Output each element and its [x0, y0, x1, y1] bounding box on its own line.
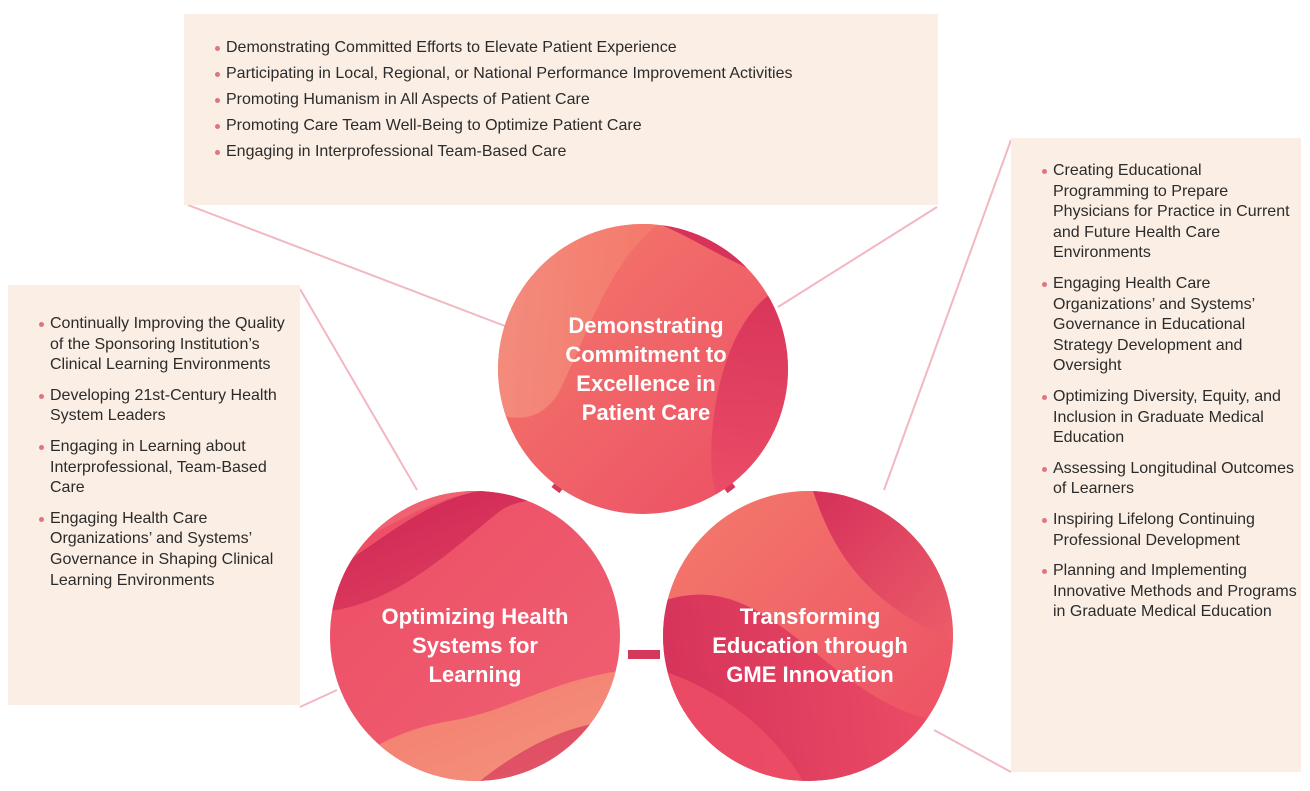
list-item-text: Participating in Local, Regional, or Nat…: [226, 65, 793, 83]
circle-swirl-graphic: [663, 491, 953, 781]
list-item: Inspiring Lifelong Continuing Profession…: [1042, 510, 1301, 551]
circle-swirl-graphic: [330, 491, 620, 781]
list-item-text: Optimizing Diversity, Equity, and Inclus…: [1053, 387, 1281, 447]
bullet-icon: [1042, 394, 1047, 400]
list-item-text: Developing 21st-Century Health System Le…: [50, 386, 277, 425]
bullet-icon: [215, 98, 220, 104]
list-item: Optimizing Diversity, Equity, and Inclus…: [1042, 387, 1301, 449]
bullet-icon: [1042, 169, 1047, 174]
bullet-icon: [39, 516, 44, 522]
circle-health-systems: Optimizing Health Systems for Learning: [330, 491, 620, 781]
panel-left-list: Continually Improving the Quality of the…: [39, 314, 300, 591]
bullet-icon: [1042, 517, 1047, 523]
list-item: Assessing Longitudinal Outcomes of Learn…: [1042, 459, 1301, 500]
list-item-text: Inspiring Lifelong Continuing Profession…: [1053, 510, 1255, 549]
bullet-icon: [215, 124, 220, 130]
list-item-text: Engaging Health Care Organizations’ and …: [1053, 274, 1255, 375]
connector-top-left: [187, 204, 506, 327]
bullet-icon: [1042, 281, 1047, 287]
circle-title: Demonstrating Commitment to Excellence i…: [498, 224, 788, 514]
list-item-text: Continually Improving the Quality of the…: [50, 315, 285, 374]
panel-right-list: Creating Educational Programming to Prep…: [1042, 161, 1301, 623]
circle-title-text: Optimizing Health Systems for Learning: [381, 603, 569, 687]
circle-title: Optimizing Health Systems for Learning: [330, 491, 620, 781]
list-item: Planning and Implementing Innovative Met…: [1042, 561, 1301, 623]
bullet-icon: [39, 322, 44, 327]
panel-top-list: Demonstrating Committed Efforts to Eleva…: [215, 38, 938, 163]
bullet-icon: [39, 393, 44, 399]
list-item-text: Promoting Care Team Well-Being to Optimi…: [226, 117, 642, 135]
list-item: Creating Educational Programming to Prep…: [1042, 161, 1301, 264]
list-item: Engaging Health Care Organizations’ and …: [1042, 274, 1301, 377]
bullet-icon: [1042, 569, 1047, 575]
list-item: Developing 21st-Century Health System Le…: [39, 386, 300, 427]
list-item: Promoting Humanism in All Aspects of Pat…: [215, 90, 938, 111]
bullet-icon: [215, 72, 220, 78]
list-item: Engaging in Learning about Interprofessi…: [39, 437, 300, 499]
circle-education: Transforming Education through GME Innov…: [663, 491, 953, 781]
circle-patient-care: Demonstrating Commitment to Excellence i…: [498, 224, 788, 514]
list-item: Engaging Health Care Organizations’ and …: [39, 509, 300, 591]
panel-top-patient-care: Demonstrating Committed Efforts to Eleva…: [184, 14, 938, 205]
list-item-text: Demonstrating Committed Efforts to Eleva…: [226, 39, 677, 56]
list-item: Participating in Local, Regional, or Nat…: [215, 64, 938, 85]
panel-right-education: Creating Educational Programming to Prep…: [1011, 138, 1301, 772]
bullet-icon: [215, 150, 220, 156]
list-item: Engaging in Interprofessional Team-Based…: [215, 142, 938, 163]
list-item-text: Promoting Humanism in All Aspects of Pat…: [226, 91, 590, 109]
list-item: Demonstrating Committed Efforts to Eleva…: [215, 38, 938, 59]
bullet-icon: [39, 444, 44, 450]
circle-title-text: Transforming Education through GME Innov…: [712, 603, 908, 687]
list-item: Promoting Care Team Well-Being to Optimi…: [215, 116, 938, 137]
list-item: Continually Improving the Quality of the…: [39, 314, 300, 376]
list-item-text: Creating Educational Programming to Prep…: [1053, 162, 1290, 262]
bullet-icon: [215, 46, 220, 51]
circle-title: Transforming Education through GME Innov…: [663, 491, 953, 781]
connector-top-right: [777, 206, 938, 308]
list-item-text: Engaging in Interprofessional Team-Based…: [226, 143, 567, 161]
bullet-icon: [1042, 466, 1047, 472]
circle-swirl-graphic: [498, 224, 788, 514]
circle-title-text: Demonstrating Commitment to Excellence i…: [565, 313, 727, 425]
panel-left-health-systems: Continually Improving the Quality of the…: [8, 285, 300, 705]
list-item-text: Engaging Health Care Organizations’ and …: [50, 509, 274, 589]
list-item-text: Planning and Implementing Innovative Met…: [1053, 562, 1297, 621]
connector-left-upper: [299, 288, 418, 491]
list-item-text: Engaging in Learning about Interprofessi…: [50, 437, 267, 497]
list-item-text: Assessing Longitudinal Outcomes of Learn…: [1053, 459, 1295, 498]
connector-right-upper: [883, 139, 1012, 491]
link-bar-bottom: [628, 650, 660, 659]
